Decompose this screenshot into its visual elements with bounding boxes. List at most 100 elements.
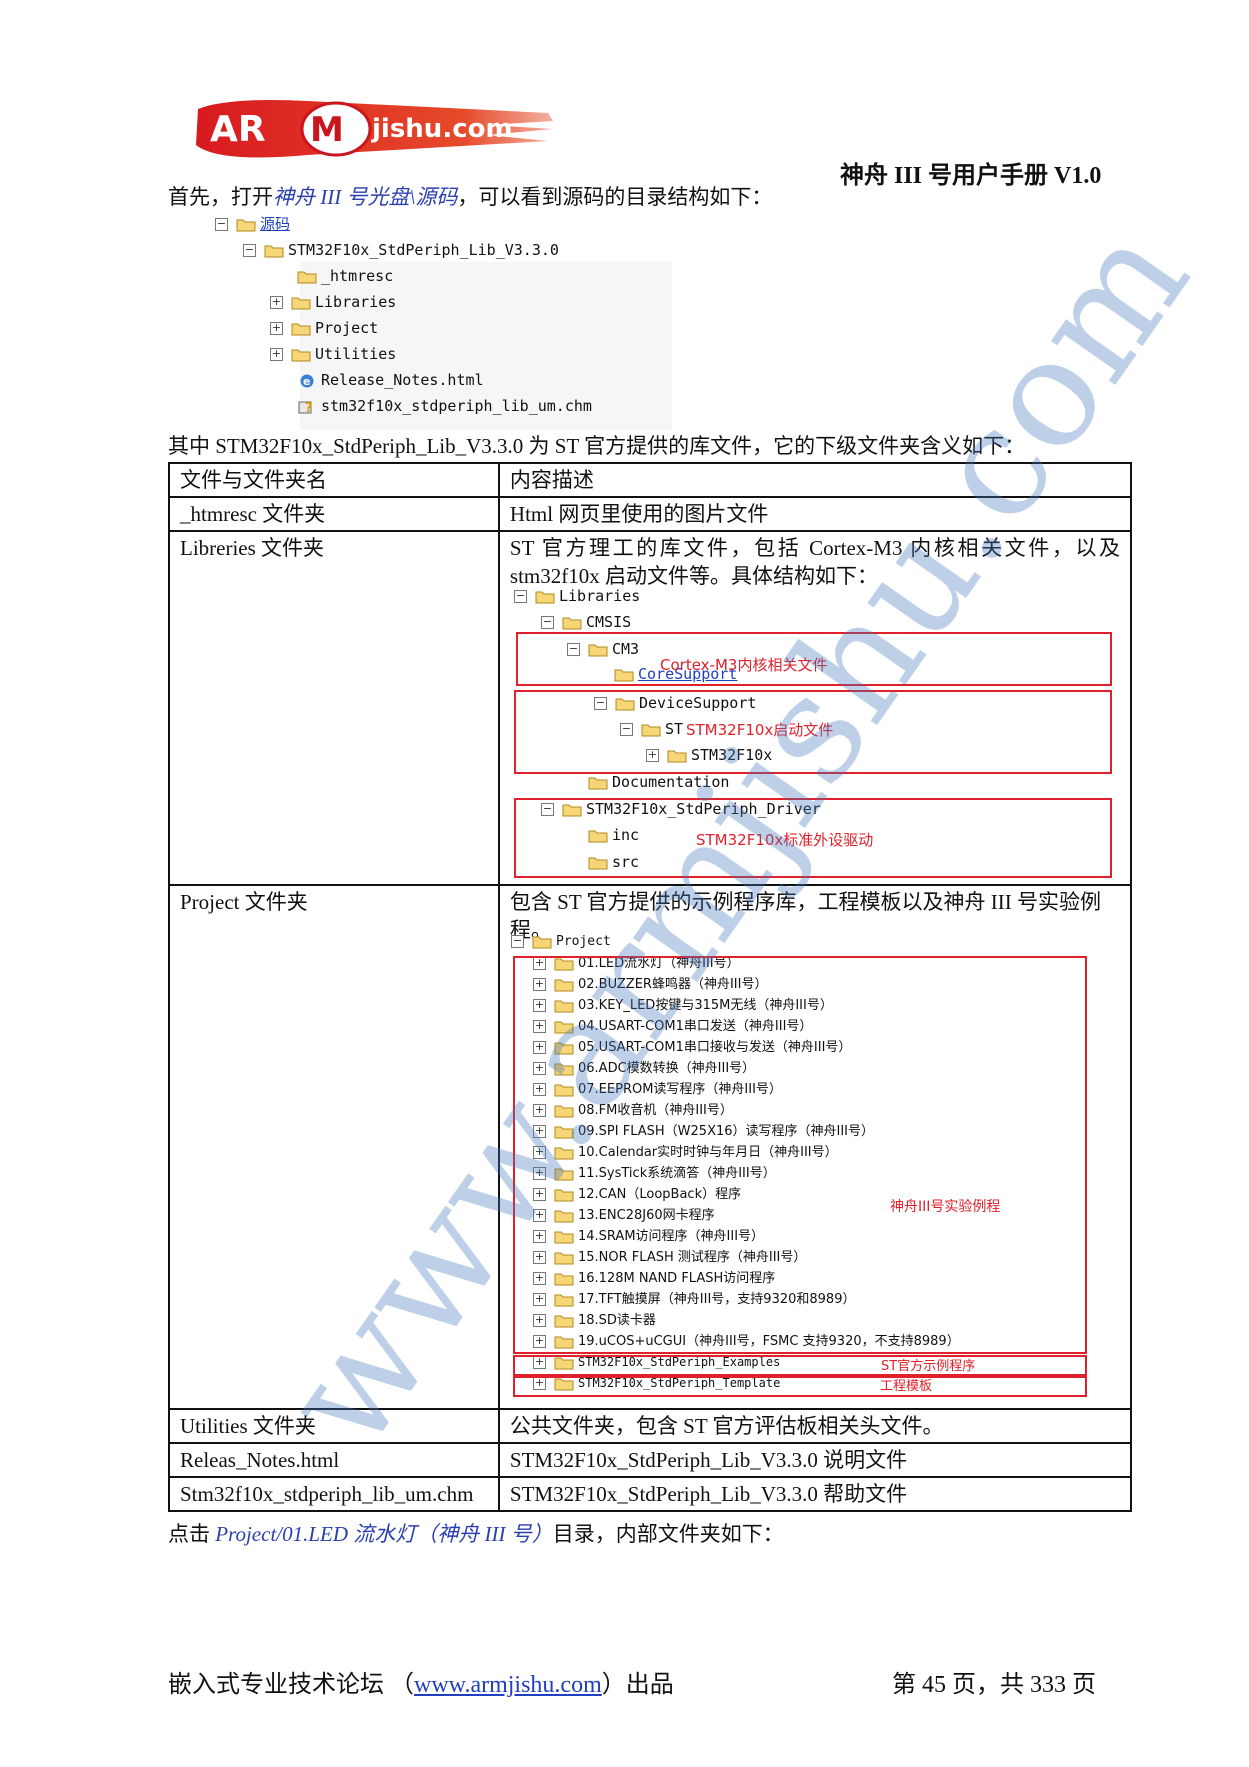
expand-icon[interactable]: + xyxy=(533,1019,546,1033)
footer-website-link[interactable]: www.armjishu.com xyxy=(414,1672,602,1698)
collapse-icon[interactable]: − xyxy=(215,217,228,231)
tree-item-chm[interactable]: ?stm32f10x_stdperiph_lib_um.chm xyxy=(297,394,592,418)
tree-item-project[interactable]: +Project xyxy=(270,316,378,340)
expand-icon[interactable]: + xyxy=(533,1103,546,1117)
svg-text:jishu.com: jishu.com xyxy=(371,114,513,144)
expand-icon[interactable]: + xyxy=(533,1082,546,1096)
project-tree-item[interactable]: +09.SPI FLASH（W25X16）读写程序（神舟III号） xyxy=(533,1121,874,1142)
project-tree-item[interactable]: +05.USART-COM1串口接收与发送（神舟III号） xyxy=(533,1037,851,1058)
lib-tree-coresupport[interactable]: CoreSupport xyxy=(614,662,737,686)
project-tree-item[interactable]: +STM32F10x_StdPeriph_Examples xyxy=(533,1352,780,1373)
tree-item-libraries[interactable]: +Libraries xyxy=(270,290,396,314)
intro-text-end: ，可以看到源码的目录结构如下： xyxy=(457,185,773,209)
tree-label: 01.LED流水灯（神舟III号） xyxy=(578,956,740,971)
tree-label: STM32F10x_StdPeriph_Template xyxy=(578,1376,781,1390)
expand-icon[interactable]: + xyxy=(646,748,659,762)
project-tree-item[interactable]: +03.KEY_LED按键与315M无线（神舟III号） xyxy=(533,995,833,1016)
folder-icon xyxy=(554,1105,574,1118)
lib-tree-documentation[interactable]: Documentation xyxy=(588,770,729,794)
project-tree-item[interactable]: +10.Calendar实时时钟与年月日（神舟III号） xyxy=(533,1142,838,1163)
expand-icon[interactable]: + xyxy=(533,1334,546,1348)
expand-icon[interactable]: + xyxy=(270,321,283,335)
expand-icon[interactable]: + xyxy=(270,347,283,361)
project-tree-item[interactable]: +14.SRAM访问程序（神舟III号） xyxy=(533,1226,764,1247)
desc-cell: Html 网页里使用的图片文件 xyxy=(497,496,1133,532)
name-cell: Project 文件夹 xyxy=(168,884,500,1410)
folder-description-table: 文件与文件夹名 内容描述 _htmresc 文件夹 Html 网页里使用的图片文… xyxy=(168,462,1133,1512)
name-cell: Libreries 文件夹 xyxy=(168,530,500,886)
tree-label: STM32F10x_StdPeriph_Examples xyxy=(578,1355,781,1369)
project-tree-item[interactable]: +13.ENC28J60网卡程序 xyxy=(533,1205,715,1226)
expand-icon[interactable]: + xyxy=(533,1061,546,1075)
lib-tree-stm32f10x[interactable]: +STM32F10x xyxy=(646,743,772,767)
lib-tree-devicesupport[interactable]: −DeviceSupport xyxy=(594,691,756,715)
collapse-icon[interactable]: − xyxy=(514,589,527,603)
expand-icon[interactable]: + xyxy=(533,1040,546,1054)
folder-icon xyxy=(554,1210,574,1223)
folder-icon xyxy=(554,1231,574,1244)
expand-icon[interactable]: + xyxy=(533,1229,546,1243)
project-description: 包含 ST 官方提供的示例程序库，工程模板以及神舟 III 号实验例程。 xyxy=(509,890,1102,942)
tree-label: 03.KEY_LED按键与315M无线（神舟III号） xyxy=(578,998,833,1013)
expand-icon[interactable]: + xyxy=(533,1313,546,1327)
examples-highlight xyxy=(513,1355,1087,1376)
lib-tree-libraries[interactable]: −Libraries xyxy=(514,584,640,608)
project-led-link[interactable]: Project/01.LED 流水灯（神舟 III 号） xyxy=(215,1522,553,1546)
expand-icon[interactable]: + xyxy=(270,295,283,309)
expand-icon[interactable]: + xyxy=(533,1292,546,1306)
intro-paragraph: 首先，打开神舟 III 号光盘\源码，可以看到源码的目录结构如下： xyxy=(168,183,772,211)
source-folder-link[interactable]: 神舟 III 号光盘\源码 xyxy=(273,185,458,209)
project-tree-item[interactable]: +01.LED流水灯（神舟III号） xyxy=(533,953,740,974)
project-tree-item[interactable]: +04.USART-COM1串口发送（神舟III号） xyxy=(533,1016,812,1037)
collapse-icon[interactable]: − xyxy=(243,243,256,257)
collapse-icon[interactable]: − xyxy=(541,615,554,629)
lib-tree-src[interactable]: src xyxy=(588,850,639,874)
expand-icon[interactable]: + xyxy=(533,1208,546,1222)
collapse-icon[interactable]: − xyxy=(511,934,524,948)
expand-icon[interactable]: + xyxy=(533,998,546,1012)
expand-icon[interactable]: + xyxy=(533,1145,546,1159)
project-tree-item[interactable]: +18.SD读卡器 xyxy=(533,1310,656,1331)
click-instruction: 点击 Project/01.LED 流水灯（神舟 III 号）目录，内部文件夹如… xyxy=(168,1520,784,1548)
project-tree-item[interactable]: +17.TFT触摸屏（神舟III号，支持9320和8989） xyxy=(533,1289,855,1310)
project-tree-item[interactable]: +06.ADC模数转换（神舟III号） xyxy=(533,1058,755,1079)
tree-item-stdperiph-lib[interactable]: −STM32F10x_StdPeriph_Lib_V3.3.0 xyxy=(243,238,559,262)
lib-tree-inc[interactable]: inc xyxy=(588,823,639,847)
project-tree-item[interactable]: +19.uCOS+uCGUI（神舟III号，FSMC 支持9320，不支持898… xyxy=(533,1331,960,1352)
project-tree-root[interactable]: −Project xyxy=(511,931,611,952)
footer-text-end: ）出品 xyxy=(601,1672,674,1698)
folder-icon xyxy=(554,1084,574,1097)
project-tree-item[interactable]: +STM32F10x_StdPeriph_Template xyxy=(533,1373,780,1394)
expand-icon[interactable]: + xyxy=(533,1250,546,1264)
expand-icon[interactable]: + xyxy=(533,977,546,991)
collapse-icon[interactable]: − xyxy=(541,802,554,816)
folder-icon xyxy=(588,777,608,790)
tree-label: 06.ADC模数转换（神舟III号） xyxy=(578,1061,756,1076)
project-tree-item[interactable]: +12.CAN（LoopBack）程序 xyxy=(533,1184,741,1205)
expand-icon[interactable]: + xyxy=(533,1166,546,1180)
project-tree-item[interactable]: +02.BUZZER蜂鸣器（神舟III号） xyxy=(533,974,767,995)
lib-tree-cmsis[interactable]: −CMSIS xyxy=(541,610,631,634)
experiments-annotation: 神舟III号实验例程 xyxy=(890,1199,1001,1215)
expand-icon[interactable]: + xyxy=(533,1271,546,1285)
core-files-annotation: Cortex-M3内核相关文件 xyxy=(660,656,828,674)
collapse-icon[interactable]: − xyxy=(567,642,580,656)
collapse-icon[interactable]: − xyxy=(620,722,633,736)
lib-tree-driver[interactable]: −STM32F10x_StdPeriph_Driver xyxy=(541,797,821,821)
lib-tree-st[interactable]: −ST xyxy=(620,717,683,741)
project-tree-item[interactable]: +07.EEPROM读写程序（神舟III号） xyxy=(533,1079,782,1100)
tree-label: inc xyxy=(612,826,640,844)
project-tree-item[interactable]: +16.128M NAND FLASH访问程序 xyxy=(533,1268,775,1289)
table-row: Releas_Notes.html STM32F10x_StdPeriph_Li… xyxy=(168,1442,1133,1478)
tree-item-source[interactable]: −源码 xyxy=(215,212,290,236)
lib-tree-cm3[interactable]: −CM3 xyxy=(567,637,639,661)
expand-icon[interactable]: + xyxy=(533,1124,546,1138)
project-tree-item[interactable]: +08.FM收音机（神舟III号） xyxy=(533,1100,733,1121)
collapse-icon[interactable]: − xyxy=(594,696,607,710)
expand-icon[interactable]: + xyxy=(533,1187,546,1201)
tree-item-htmresc[interactable]: _htmresc xyxy=(297,264,393,288)
tree-item-utilities[interactable]: +Utilities xyxy=(270,342,396,366)
project-tree-item[interactable]: +11.SysTick系统滴答（神舟III号） xyxy=(533,1163,776,1184)
project-tree-item[interactable]: +15.NOR FLASH 测试程序（神舟III号） xyxy=(533,1247,806,1268)
